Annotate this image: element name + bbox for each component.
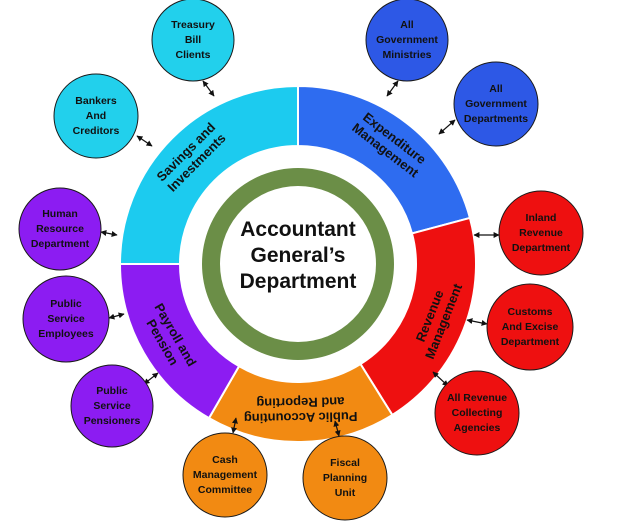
node-label-all-revenue-collecting-agencies-line-2: Collecting bbox=[452, 407, 503, 419]
node-label-customs-and-excise-department-line-3: Department bbox=[501, 336, 560, 348]
connector-treasury-bill-clients bbox=[202, 80, 215, 97]
node-circle-all-government-ministries bbox=[365, 0, 449, 82]
node-circle-public-service-employees bbox=[22, 275, 110, 363]
node-label-all-government-ministries-line-2: Government bbox=[376, 34, 438, 46]
node-label-all-revenue-collecting-agencies-line-1: All Revenue bbox=[447, 392, 507, 404]
node-label-all-government-departments-line-3: Departments bbox=[464, 113, 528, 125]
node-label-all-government-ministries-line-1: All bbox=[400, 19, 414, 31]
node-label-fiscal-planning-unit-line-3: Unit bbox=[335, 487, 356, 499]
connector-bankers-and-creditors bbox=[136, 135, 153, 147]
node-label-public-service-employees-line-2: Service bbox=[47, 313, 85, 325]
node-label-inland-revenue-department-line-2: Revenue bbox=[519, 227, 563, 239]
node-label-public-service-pensioners-line-3: Pensioners bbox=[84, 415, 141, 427]
connector-fiscal-planning-unit bbox=[333, 420, 341, 437]
center-title-line-3: Department bbox=[240, 270, 357, 293]
segment-payroll bbox=[118, 263, 241, 420]
connectors bbox=[100, 80, 500, 437]
node-circle-customs-and-excise-department bbox=[486, 283, 574, 371]
node-circle-fiscal-planning-unit bbox=[302, 435, 388, 521]
connector-customs-and-excise-department bbox=[466, 318, 488, 326]
node-label-treasury-bill-clients-line-1: Treasury bbox=[171, 19, 215, 31]
center-hub: Accountant General’s Department bbox=[202, 168, 394, 360]
node-label-cash-management-committee-line-3: Committee bbox=[198, 484, 252, 496]
node-circle-all-government-departments bbox=[453, 61, 539, 147]
node-label-all-revenue-collecting-agencies-line-3: Agencies bbox=[454, 422, 501, 434]
node-label-all-government-departments-line-1: All bbox=[489, 83, 503, 95]
connector-all-government-ministries bbox=[386, 80, 399, 97]
node-circle-cash-management-committee bbox=[182, 432, 268, 518]
node-label-customs-and-excise-department-line-1: Customs bbox=[508, 306, 553, 318]
node-circle-inland-revenue-department bbox=[498, 190, 584, 276]
connector-cash-management-committee bbox=[231, 417, 238, 434]
satellite-nodes: TreasuryBillClientsBankersAndCreditorsAl… bbox=[18, 0, 584, 521]
segment-savings bbox=[118, 84, 299, 265]
node-label-human-resource-department-line-1: Human bbox=[42, 208, 78, 220]
connector-all-government-departments bbox=[438, 119, 456, 135]
node-label-public-service-employees-line-1: Public bbox=[50, 298, 82, 310]
node-circle-public-service-pensioners bbox=[70, 364, 154, 448]
node-label-bankers-and-creditors-line-3: Creditors bbox=[73, 125, 120, 137]
node-label-public-service-pensioners-line-2: Service bbox=[93, 400, 131, 412]
node-label-inland-revenue-department-line-3: Department bbox=[512, 242, 571, 254]
center-title-line-2: General’s bbox=[251, 244, 346, 267]
connector-public-service-employees bbox=[108, 312, 125, 320]
node-label-fiscal-planning-unit-line-2: Planning bbox=[323, 472, 367, 484]
segment-label-public-accounting-line-1: Public Accounting bbox=[244, 409, 358, 426]
node-label-bankers-and-creditors-line-1: Bankers bbox=[75, 95, 117, 107]
node-circle-all-revenue-collecting-agencies bbox=[434, 370, 520, 456]
node-label-customs-and-excise-department-line-2: And Excise bbox=[502, 321, 559, 333]
node-circle-bankers-and-creditors bbox=[53, 73, 139, 159]
node-label-cash-management-committee-line-2: Management bbox=[193, 469, 258, 481]
node-label-fiscal-planning-unit-line-1: Fiscal bbox=[330, 457, 360, 469]
segment-label-public-accounting-line-2: and Reporting bbox=[256, 394, 344, 411]
node-label-cash-management-committee-line-1: Cash bbox=[212, 454, 238, 466]
node-label-public-service-pensioners-line-1: Public bbox=[96, 385, 128, 397]
node-label-human-resource-department-line-3: Department bbox=[31, 238, 90, 250]
connector-human-resource-department bbox=[100, 230, 118, 237]
node-circle-human-resource-department bbox=[18, 187, 102, 271]
center-disc bbox=[220, 186, 376, 342]
connector-all-revenue-collecting-agencies bbox=[432, 371, 449, 387]
node-label-treasury-bill-clients-line-3: Clients bbox=[175, 49, 210, 61]
node-circle-treasury-bill-clients bbox=[151, 0, 235, 82]
center-title-line-1: Accountant bbox=[240, 218, 356, 241]
node-label-all-government-departments-line-2: Government bbox=[465, 98, 527, 110]
node-label-inland-revenue-department-line-1: Inland bbox=[526, 212, 557, 224]
node-label-all-government-ministries-line-3: Ministries bbox=[382, 49, 431, 61]
node-label-treasury-bill-clients-line-2: Bill bbox=[185, 34, 201, 46]
connector-public-service-pensioners bbox=[143, 372, 159, 385]
node-label-bankers-and-creditors-line-2: And bbox=[86, 110, 106, 122]
node-label-public-service-employees-line-3: Employees bbox=[38, 328, 94, 340]
node-label-human-resource-department-line-2: Resource bbox=[36, 223, 84, 235]
